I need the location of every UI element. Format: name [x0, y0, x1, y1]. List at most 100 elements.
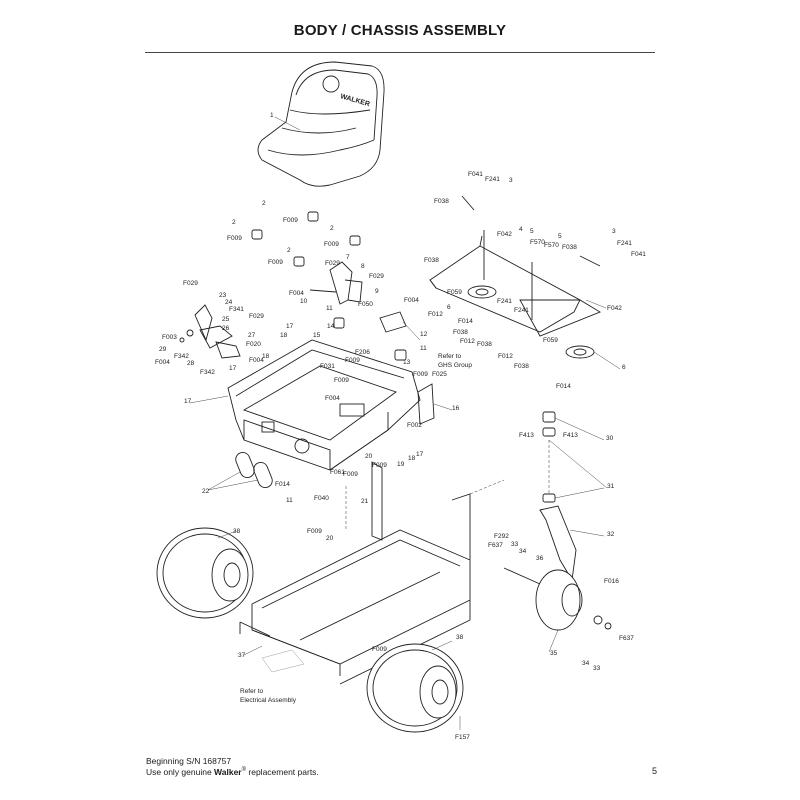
part-callout: F004	[325, 395, 340, 402]
part-callout: F241	[617, 240, 632, 247]
part-callout: F004	[404, 297, 419, 304]
part-callout: F009	[343, 471, 358, 478]
part-callout: F042	[607, 305, 622, 312]
part-callout: F031	[320, 363, 335, 370]
seat: WALKER	[257, 61, 385, 187]
part-callout: 26	[222, 325, 230, 332]
part-callout: F009	[268, 259, 283, 266]
part-callout: 28	[187, 360, 195, 367]
part-callout: 2	[287, 247, 291, 254]
part-callout: 20	[365, 453, 373, 460]
part-callout: 5	[558, 233, 562, 240]
part-callout: 24	[225, 299, 233, 306]
part-callout: 38	[456, 634, 464, 641]
part-callout: 16	[452, 405, 460, 412]
part-callout: F012	[428, 311, 443, 318]
part-callout: F009	[413, 371, 428, 378]
page-number: 5	[651, 766, 657, 776]
part-callout: 31	[607, 483, 615, 490]
part-callout: 8	[361, 263, 365, 270]
part-callout: F009	[372, 646, 387, 653]
part-callout: F038	[477, 341, 492, 348]
part-callout: 37	[238, 652, 246, 659]
part-callout: F025	[432, 371, 447, 378]
part-callout: F009	[372, 462, 387, 469]
part-callout: F041	[631, 251, 646, 258]
caster-wheel	[535, 569, 581, 631]
part-callout: F014	[556, 383, 571, 390]
part-callout: F009	[324, 241, 339, 248]
part-callout: F003	[162, 334, 177, 341]
part-callout: F014	[458, 318, 473, 325]
part-callout: F020	[246, 341, 261, 348]
part-callout: F059	[543, 337, 558, 344]
rubber-rings	[235, 451, 273, 489]
part-callout: F004	[249, 357, 264, 364]
part-callout: F570	[544, 242, 559, 249]
part-callout: 2	[262, 200, 266, 207]
refer-ghs-line2: GHS Group	[438, 362, 472, 369]
refer-electrical-line1: Refer to	[240, 688, 264, 695]
idler-pulley-1	[467, 285, 497, 299]
idler-pulley-2	[565, 345, 595, 359]
caster-assembly	[503, 411, 612, 631]
part-callout: F004	[155, 359, 170, 366]
part-callout: 6	[622, 364, 626, 371]
part-callout: F341	[229, 306, 244, 313]
part-callout: F206	[355, 349, 370, 356]
part-callout: 11	[286, 497, 293, 504]
part-callout: 3	[612, 228, 616, 235]
rear-tire-left	[156, 527, 254, 619]
part-callout: 29	[159, 346, 167, 353]
part-callout: 15	[313, 332, 321, 339]
pulley-bracket-assembly	[429, 195, 602, 359]
part-callout: F059	[447, 289, 462, 296]
part-callout: F342	[174, 353, 189, 360]
part-callout: F038	[434, 198, 449, 205]
part-callout: F009	[283, 217, 298, 224]
part-callout: F029	[325, 260, 340, 267]
part-callout: 2	[330, 225, 334, 232]
part-callout: F038	[514, 363, 529, 370]
part-callout: 38	[233, 528, 241, 535]
part-callout: F004	[289, 290, 304, 297]
part-callout: 3	[509, 177, 513, 184]
part-callout: 12	[420, 331, 428, 338]
caster-fork	[539, 505, 577, 582]
part-callout: 18	[262, 353, 270, 360]
part-callout: 2	[232, 219, 236, 226]
refer-ghs-line1: Refer to	[438, 353, 462, 360]
plate-12	[379, 311, 407, 333]
part-callout: F029	[249, 313, 264, 320]
part-callout: 11	[420, 345, 427, 352]
part-callout: F014	[275, 481, 290, 488]
part-callout: 4	[519, 226, 523, 233]
part-callout: F009	[345, 357, 360, 364]
part-callout: F012	[498, 353, 513, 360]
parts-note-registered: ®	[241, 767, 247, 774]
part-callout: 5	[530, 228, 534, 235]
part-callout: F342	[200, 369, 215, 376]
part-callout: 18	[408, 455, 416, 462]
part-callout: F016	[604, 578, 619, 585]
part-callout: F050	[358, 301, 373, 308]
part-callout: 35	[550, 650, 558, 657]
part-callout: 17	[229, 365, 237, 372]
part-callout: 7	[346, 254, 350, 261]
parts-note-suffix: replacement parts.	[246, 767, 319, 777]
part-callout: F002	[407, 422, 422, 429]
leader-lines	[189, 116, 621, 656]
body-console	[227, 311, 435, 471]
part-callout: 10	[300, 298, 308, 305]
bracket-16	[417, 383, 435, 425]
rear-tire-right	[366, 643, 464, 733]
part-callout: F009	[307, 528, 322, 535]
part-callout: F292	[494, 533, 509, 540]
part-callout: 11	[326, 305, 333, 312]
part-callout: F038	[453, 329, 468, 336]
part-callout: F061	[330, 469, 345, 476]
refer-electrical-line2: Electrical Assembly	[240, 697, 297, 704]
part-callout: F637	[488, 542, 503, 549]
part-callout: F029	[183, 280, 198, 287]
